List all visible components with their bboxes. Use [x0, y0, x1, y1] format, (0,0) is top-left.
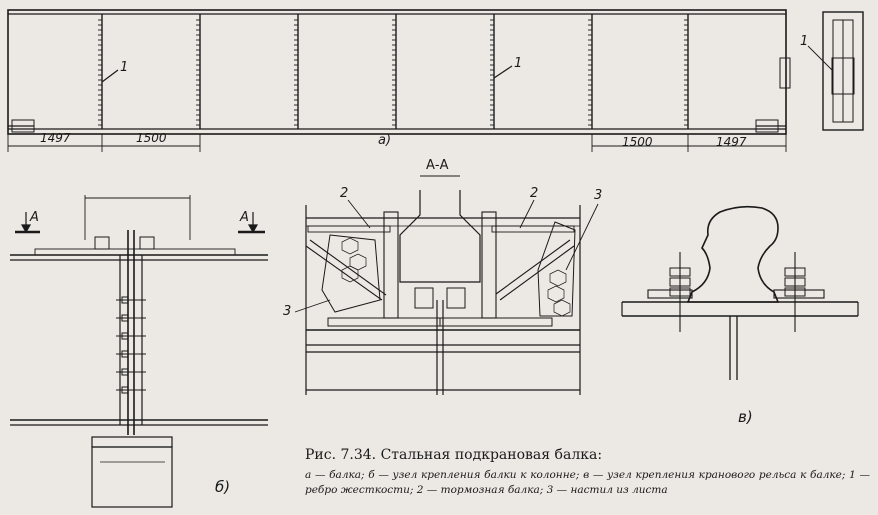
label-item2-right: 2 — [530, 186, 539, 201]
label-view-v: в) — [738, 408, 753, 426]
column-joint — [10, 195, 268, 508]
figure-caption-legend: а — балка; б — узел крепления балки к ко… — [305, 469, 870, 496]
label-view-b: б) — [215, 478, 231, 496]
label-rib-end: 1 — [800, 34, 809, 49]
bolt-head — [121, 296, 129, 304]
dim-right-panel: 1500 — [622, 135, 653, 149]
dim-right-end: 1497 — [716, 135, 747, 149]
figure-caption-title: Рис. 7.34. Стальная подкрановая балка: — [305, 447, 603, 463]
label-item2-left: 2 — [340, 186, 349, 201]
beam-elevation — [7, 9, 791, 152]
label-item3-right: 3 — [594, 188, 603, 203]
dim-left-end: 1497 — [40, 131, 71, 145]
bolt-head — [121, 332, 129, 340]
rail-fixing — [621, 205, 859, 380]
beam-end-view — [807, 11, 864, 131]
bolt-head — [121, 350, 129, 358]
label-rib-left: 1 — [120, 60, 129, 75]
section-a-a — [294, 175, 599, 395]
label-arrow-left: А — [30, 210, 39, 225]
label-rib-right: 1 — [514, 56, 523, 71]
label-arrow-right: А — [240, 210, 249, 225]
label-section-a-a: А-А — [426, 158, 449, 173]
label-item3-left: 3 — [283, 304, 292, 319]
dim-left-panel: 1500 — [136, 131, 167, 145]
bolt-head — [121, 314, 129, 322]
label-view-a: a) — [378, 133, 392, 148]
bolt-head — [121, 386, 129, 394]
bolt-head — [121, 368, 129, 376]
